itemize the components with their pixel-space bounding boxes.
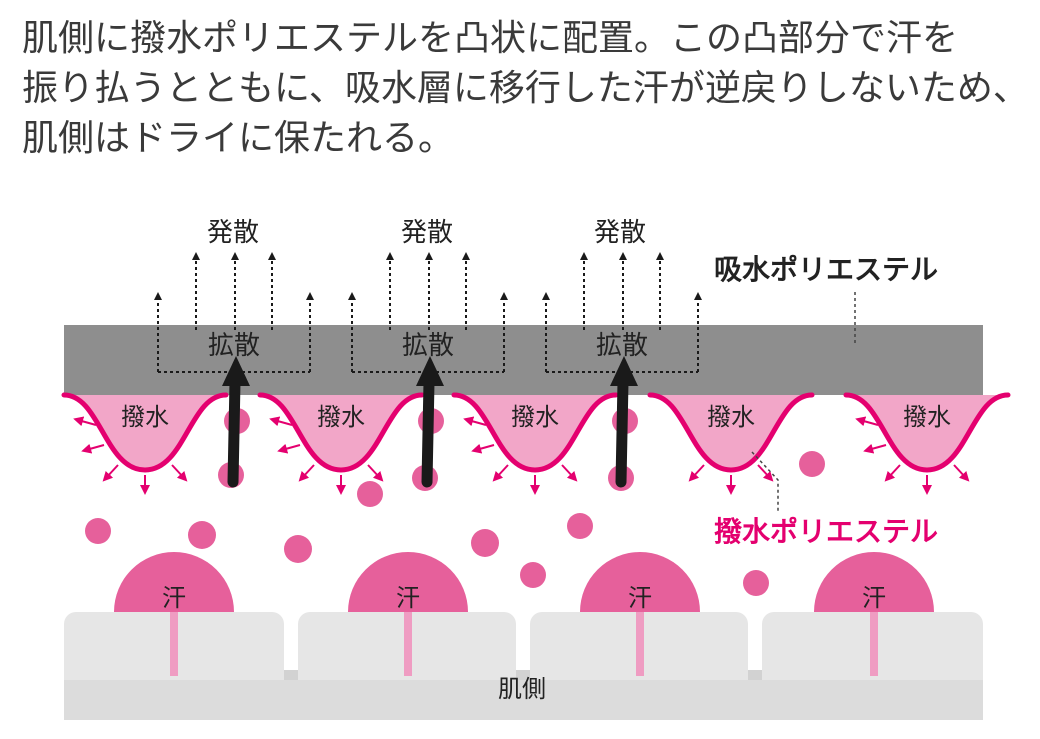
sweat-domes xyxy=(114,552,934,676)
skin-strip xyxy=(64,680,983,720)
repel-arrow xyxy=(277,443,301,454)
wicking-shaft xyxy=(615,376,629,488)
repellent-cups xyxy=(61,392,1011,495)
repellent-leader xyxy=(751,451,779,512)
repel-arrow xyxy=(884,464,901,482)
sweat-stem xyxy=(870,612,878,676)
diffusion-label: 拡散 xyxy=(208,331,260,361)
sweat-stem xyxy=(170,612,178,676)
sweat-drop xyxy=(284,535,312,563)
skin-label: 肌側 xyxy=(498,675,546,703)
repel-arrow xyxy=(757,464,774,482)
repel-arrow xyxy=(863,443,887,454)
repellent-outline xyxy=(257,392,425,473)
caption-line-1: 肌側に撥水ポリエステルを凸状に配置。この凸部分で汗を xyxy=(22,18,959,59)
sweat-drop xyxy=(188,521,216,549)
sweat-drop xyxy=(85,518,111,544)
caption-line-2: 振り払うとともに、吸水層に移行した汗が逆戻りしないため、 xyxy=(22,68,1029,109)
caption-line-3: 肌側はドライに保たれる。 xyxy=(22,118,455,159)
sweat-label: 汗 xyxy=(862,584,886,612)
repel-arrow xyxy=(298,464,315,482)
sweat-dome xyxy=(348,552,468,612)
repellent-outline xyxy=(647,392,815,473)
repellent-outline xyxy=(61,392,229,473)
repel-arrow xyxy=(855,416,879,427)
repellent-cup xyxy=(454,395,616,470)
wicking-shaft xyxy=(421,376,435,488)
repel-arrow xyxy=(688,464,705,482)
repellent-label: 撥水 xyxy=(707,403,755,431)
sweat-label: 汗 xyxy=(162,584,186,612)
sweat-drop xyxy=(743,570,769,596)
sweat-dome xyxy=(114,552,234,612)
evaporation-label: 発散 xyxy=(207,218,259,248)
sweat-label: 汗 xyxy=(396,584,420,612)
repellent-cup xyxy=(260,395,422,470)
sweat-drop xyxy=(357,481,383,507)
repel-arrow xyxy=(471,443,495,454)
absorbent-layer xyxy=(64,325,983,395)
repel-arrow xyxy=(269,416,293,427)
repel-arrow xyxy=(463,416,487,427)
repellent-label: 撥水 xyxy=(317,403,365,431)
caption-text: 肌側に撥水ポリエステルを凸状に配置。この凸部分で汗を 振り払うとともに、吸水層に… xyxy=(22,14,1032,164)
evaporation-arrows xyxy=(154,252,702,373)
diffusion-label: 拡散 xyxy=(596,331,648,361)
evaporation-label: 発散 xyxy=(594,218,646,248)
sweat-stem xyxy=(404,612,412,676)
sweat-drop xyxy=(799,451,825,477)
repellent-label: 撥水 xyxy=(903,403,951,431)
repellent-outline xyxy=(843,392,1011,473)
repellent-cup xyxy=(846,395,1008,470)
sweat-drop xyxy=(567,513,593,539)
repellent-cup xyxy=(650,395,812,470)
diffusion-label: 拡散 xyxy=(402,331,454,361)
evaporation-label: 発散 xyxy=(401,218,453,248)
sweat-label: 汗 xyxy=(628,584,652,612)
repel-arrow xyxy=(492,464,509,482)
repellent-label: 撥水 xyxy=(121,403,169,431)
repel-arrow xyxy=(171,464,188,482)
repel-arrow xyxy=(561,464,578,482)
repellent-cup xyxy=(64,395,226,470)
repel-arrow xyxy=(81,443,105,454)
repellent-layer-label: 撥水ポリエステル xyxy=(714,515,938,548)
repel-arrow xyxy=(102,464,119,482)
sweat-dome xyxy=(580,552,700,612)
sweat-drop xyxy=(471,529,499,557)
repellent-label: 撥水 xyxy=(511,403,559,431)
skin-layer xyxy=(64,612,983,720)
sweat-stem xyxy=(636,612,644,676)
repel-arrow xyxy=(73,416,97,427)
sweat-dome xyxy=(814,552,934,612)
sweat-drop xyxy=(520,562,546,588)
repel-arrow xyxy=(367,464,384,482)
absorbent-layer-label: 吸水ポリエステル xyxy=(714,253,938,286)
repel-arrow xyxy=(953,464,970,482)
repellent-outline xyxy=(451,392,619,473)
wicking-shaft xyxy=(227,376,241,488)
